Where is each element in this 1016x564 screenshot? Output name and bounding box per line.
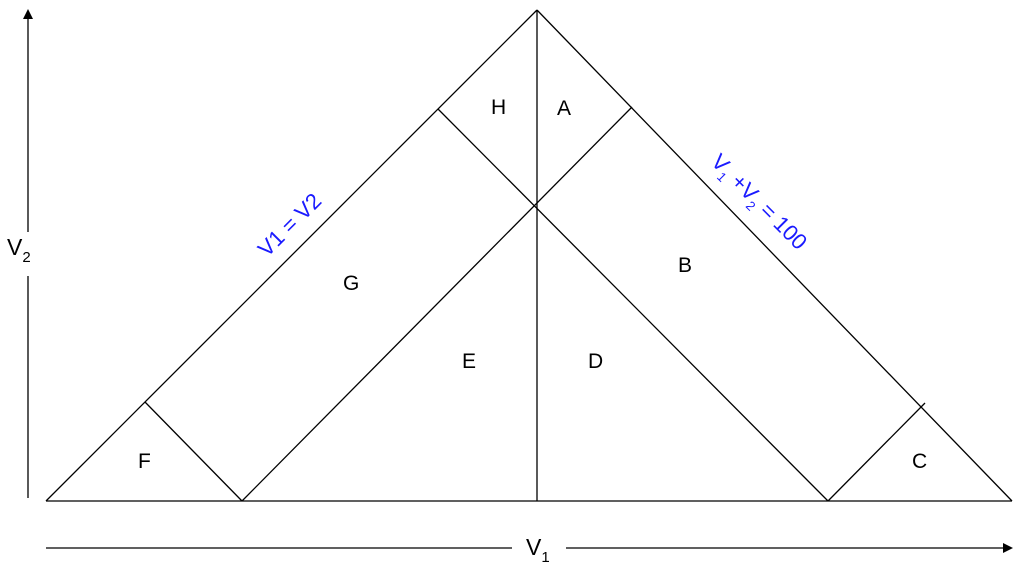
region-label-g: G <box>343 272 359 295</box>
region-label-c: C <box>912 450 927 473</box>
diagonal-left-down <box>437 108 829 502</box>
x-axis-label-sub: 1 <box>541 549 549 564</box>
equation-right-plus-v: +V <box>722 164 764 206</box>
region-label-e: E <box>462 350 476 373</box>
region-label-b: B <box>678 254 692 277</box>
y-axis-label: V2 <box>7 234 31 266</box>
diagonal-right-down <box>241 106 633 502</box>
y-axis-label-sub: 2 <box>22 249 30 266</box>
corner-cut-left <box>144 401 243 502</box>
x-axis-label-main: V <box>526 534 542 560</box>
equation-right-tail: = 100 <box>751 193 812 254</box>
region-label-d: D <box>588 350 603 373</box>
region-label-f: F <box>138 450 151 473</box>
region-label-a: A <box>557 97 571 120</box>
y-axis-label-main: V <box>7 234 23 260</box>
corner-cut-right <box>827 402 926 502</box>
left-edge-line <box>45 9 538 502</box>
region-label-h: H <box>491 96 506 119</box>
right-edge-line <box>536 9 1013 502</box>
equation-right-edge: V1 +V2 = 100 <box>704 149 813 258</box>
equation-left-edge: V1 = V2 <box>253 188 326 261</box>
x-axis-label: V1 <box>526 534 550 564</box>
